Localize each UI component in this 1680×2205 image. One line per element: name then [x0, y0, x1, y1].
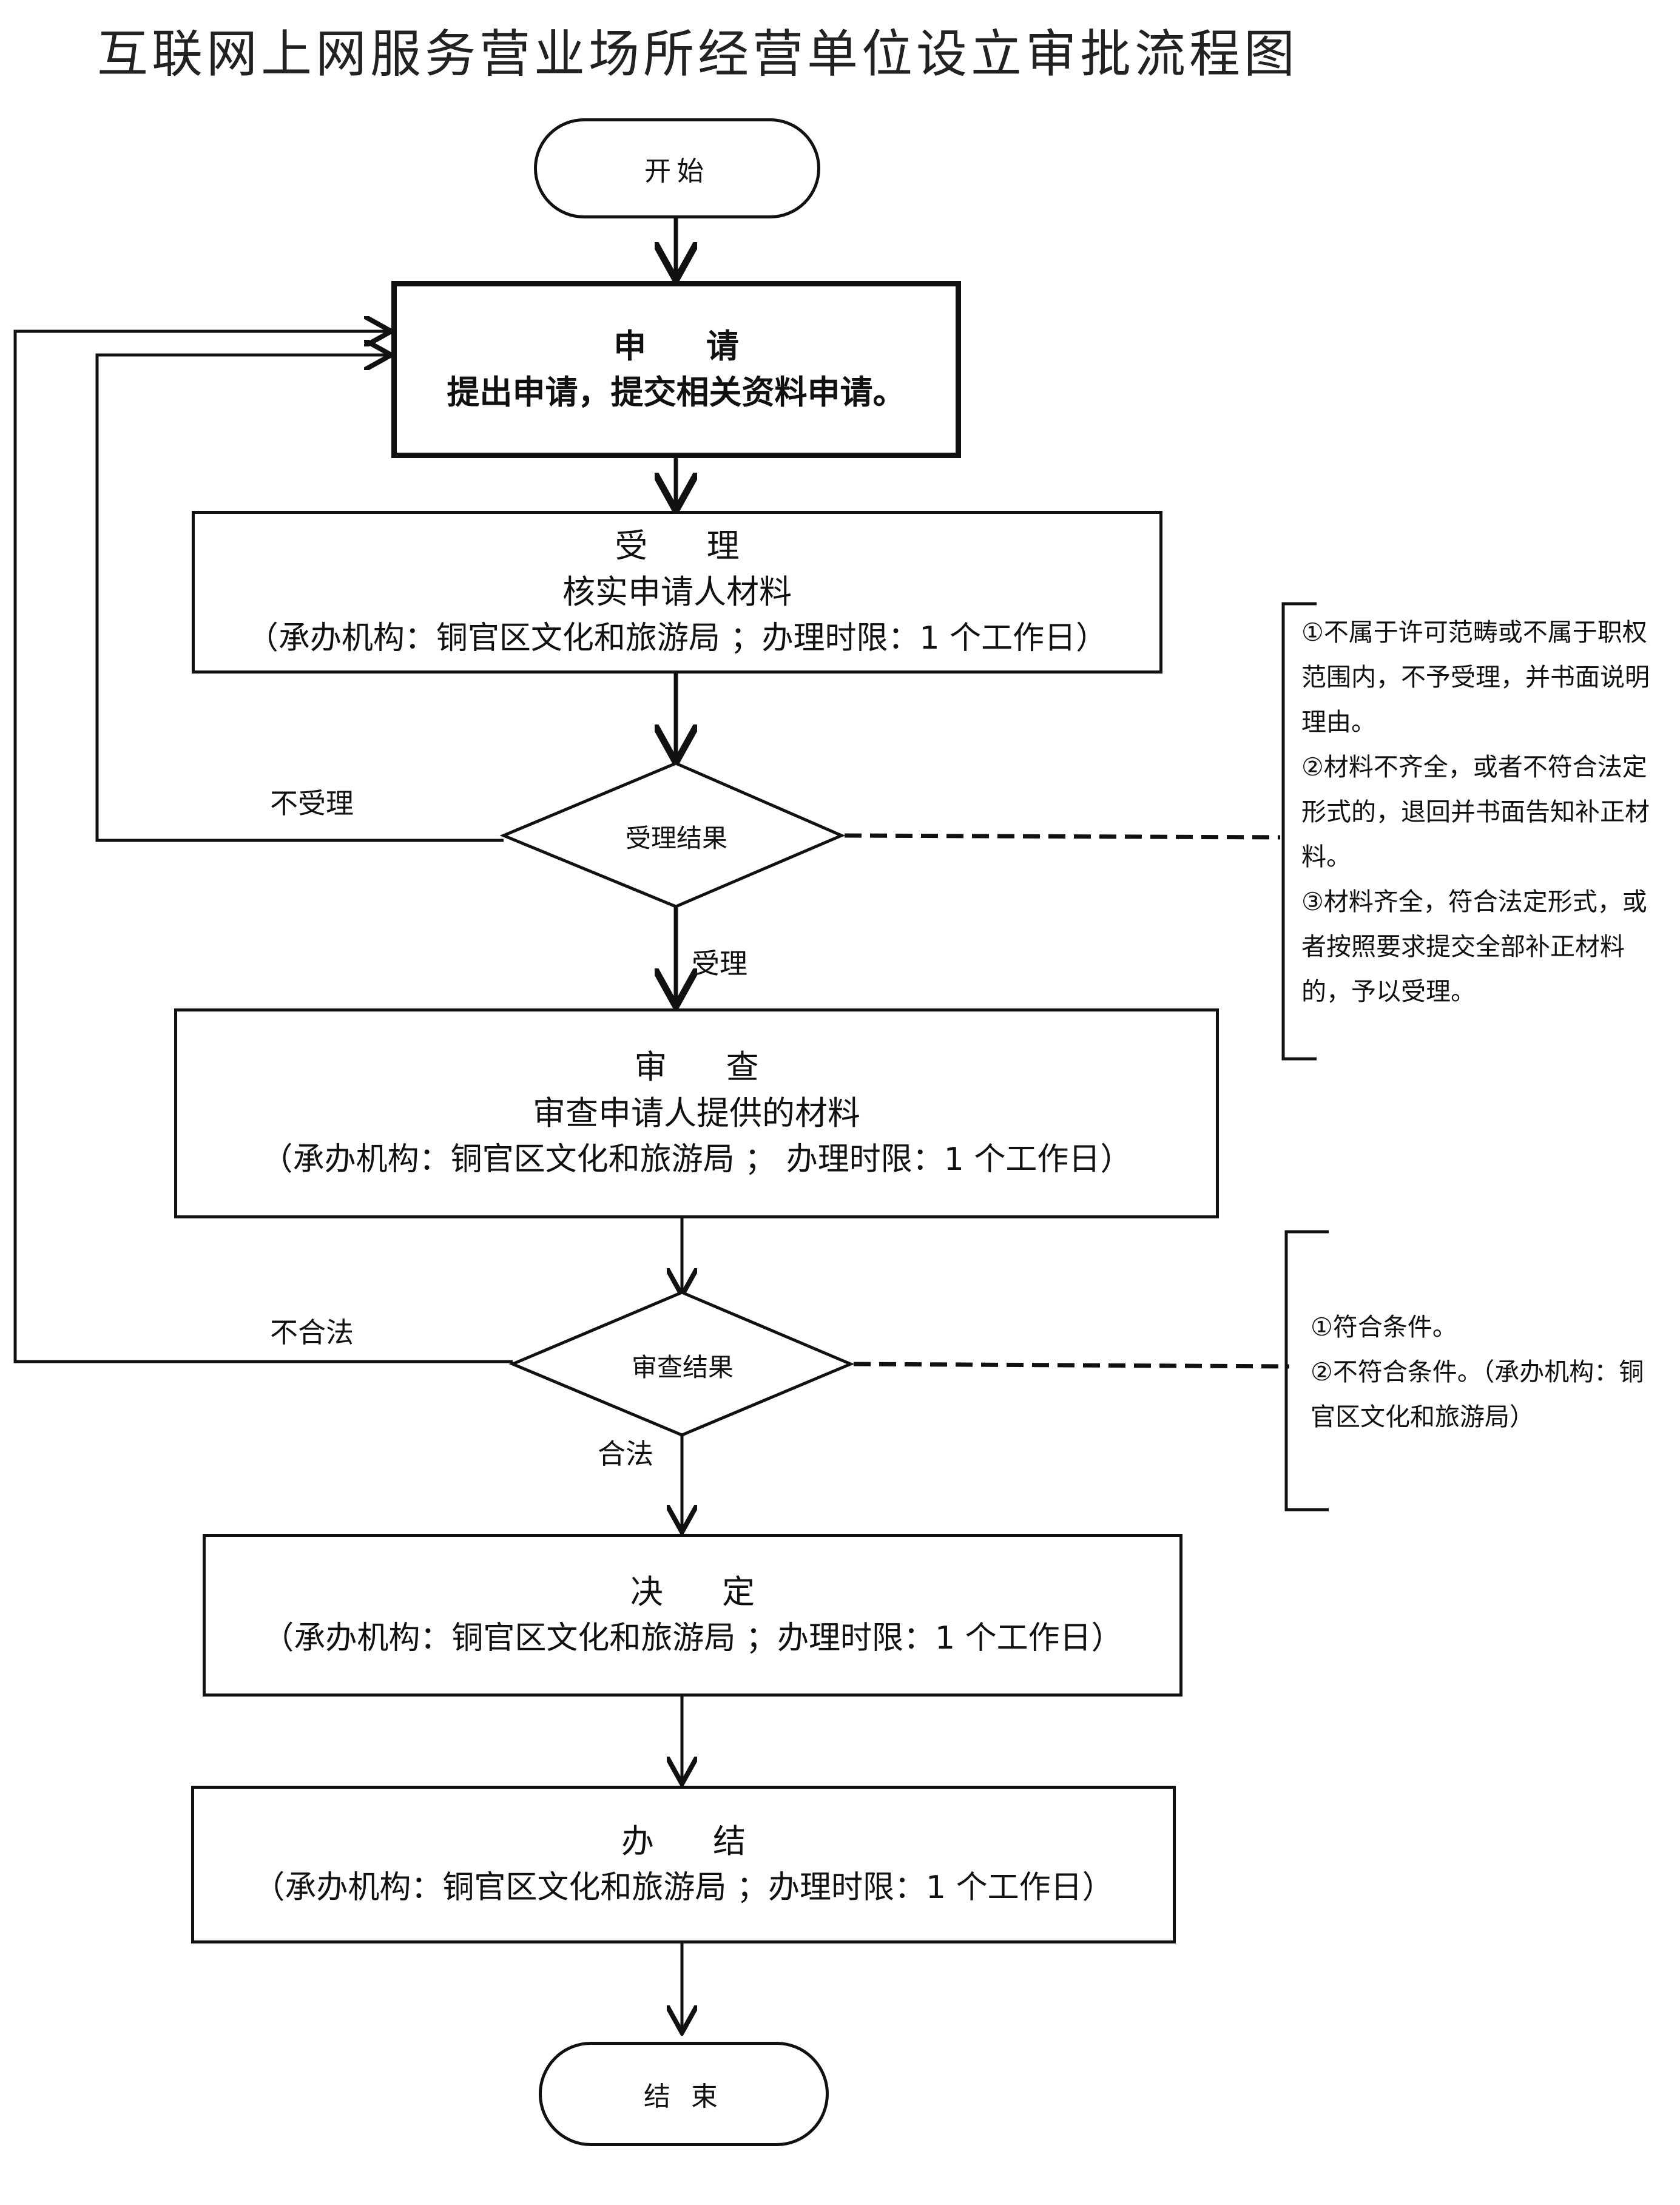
apply-title: 申 请: [613, 327, 763, 365]
accept-desc: 核实申请人材料: [562, 573, 792, 611]
decide-title: 决 定: [630, 1573, 780, 1611]
review-title: 审 查: [634, 1048, 783, 1086]
finish-title: 办 结: [621, 1822, 771, 1860]
accept-note-3: ③材料齐全，符合法定形式，或者按照要求提交全部补正材料的，予以受理。: [1301, 887, 1647, 1006]
accept-box: 受 理 核实申请人材料 （承办机构：铜官区文化和旅游局 ；办理时限：1 个工作日…: [192, 511, 1162, 674]
review-note: ①符合条件。 ②不符合条件。（承办机构：铜官区文化和旅游局）: [1311, 1305, 1650, 1439]
start-terminal: 开始: [534, 118, 820, 218]
accept-org: （承办机构：铜官区文化和旅游局 ；办理时限：1 个工作日）: [246, 620, 1108, 657]
decide-box: 决 定 （承办机构：铜官区文化和旅游局 ；办理时限：1 个工作日）: [203, 1534, 1182, 1697]
dash-review-note: [853, 1362, 1290, 1369]
accept-title: 受 理: [615, 527, 764, 565]
review-desc: 审查申请人提供的材料: [533, 1094, 860, 1132]
reject-loop-accept: [95, 355, 504, 842]
accept-note: ①不属于许可范畴或不属于职权范围内，不予受理，并书面说明理由。 ②材料不齐全，或…: [1301, 610, 1665, 1014]
review-box: 审 查 审查申请人提供的材料 （承办机构：铜官区文化和旅游局 ； 办理时限：1 …: [174, 1008, 1219, 1218]
accept-reject-label: 不受理: [270, 787, 354, 820]
accept-note-1: ①不属于许可范畴或不属于职权范围内，不予受理，并书面说明理由。: [1301, 618, 1650, 737]
accept-note-bracket: [1281, 602, 1317, 1061]
accept-pass-label: 受理: [692, 947, 747, 980]
review-note-2: ②不符合条件。（承办机构：铜官区文化和旅游局）: [1311, 1357, 1644, 1431]
review-note-bracket: [1284, 1230, 1329, 1511]
finish-box: 办 结 （承办机构：铜官区文化和旅游局 ；办理时限：1 个工作日）: [191, 1786, 1176, 1943]
decide-org: （承办机构：铜官区文化和旅游局 ；办理时限：1 个工作日）: [262, 1620, 1123, 1656]
reject-loop-review: [13, 331, 513, 1363]
dash-accept-note: [844, 833, 1281, 840]
apply-desc: 提出申请，提交相关资料申请。: [447, 373, 906, 411]
review-result-diamond: [508, 1291, 855, 1437]
end-terminal: 结 束: [539, 2042, 829, 2146]
accept-result-diamond: [499, 761, 846, 908]
end-label: 结 束: [644, 2081, 724, 2112]
finish-org: （承办机构：铜官区文化和旅游局 ；办理时限：1 个工作日）: [253, 1869, 1114, 1906]
review-pass-label: 合法: [598, 1437, 653, 1470]
accept-note-2: ②材料不齐全，或者不符合法定形式的，退回并书面告知补正材料。: [1301, 752, 1650, 871]
start-label: 开始: [644, 155, 710, 187]
accept-result-label: 受理结果: [625, 823, 727, 853]
review-note-1: ①符合条件。: [1311, 1312, 1457, 1342]
page-title: 互联网上网服务营业场所经营单位设立审批流程图: [96, 24, 1298, 84]
review-org: （承办机构：铜官区文化和旅游局 ； 办理时限：1 个工作日）: [261, 1141, 1132, 1178]
apply-box: 申 请 提出申请，提交相关资料申请。: [391, 281, 961, 458]
review-reject-label: 不合法: [270, 1316, 354, 1349]
review-result-label: 审查结果: [631, 1352, 734, 1382]
